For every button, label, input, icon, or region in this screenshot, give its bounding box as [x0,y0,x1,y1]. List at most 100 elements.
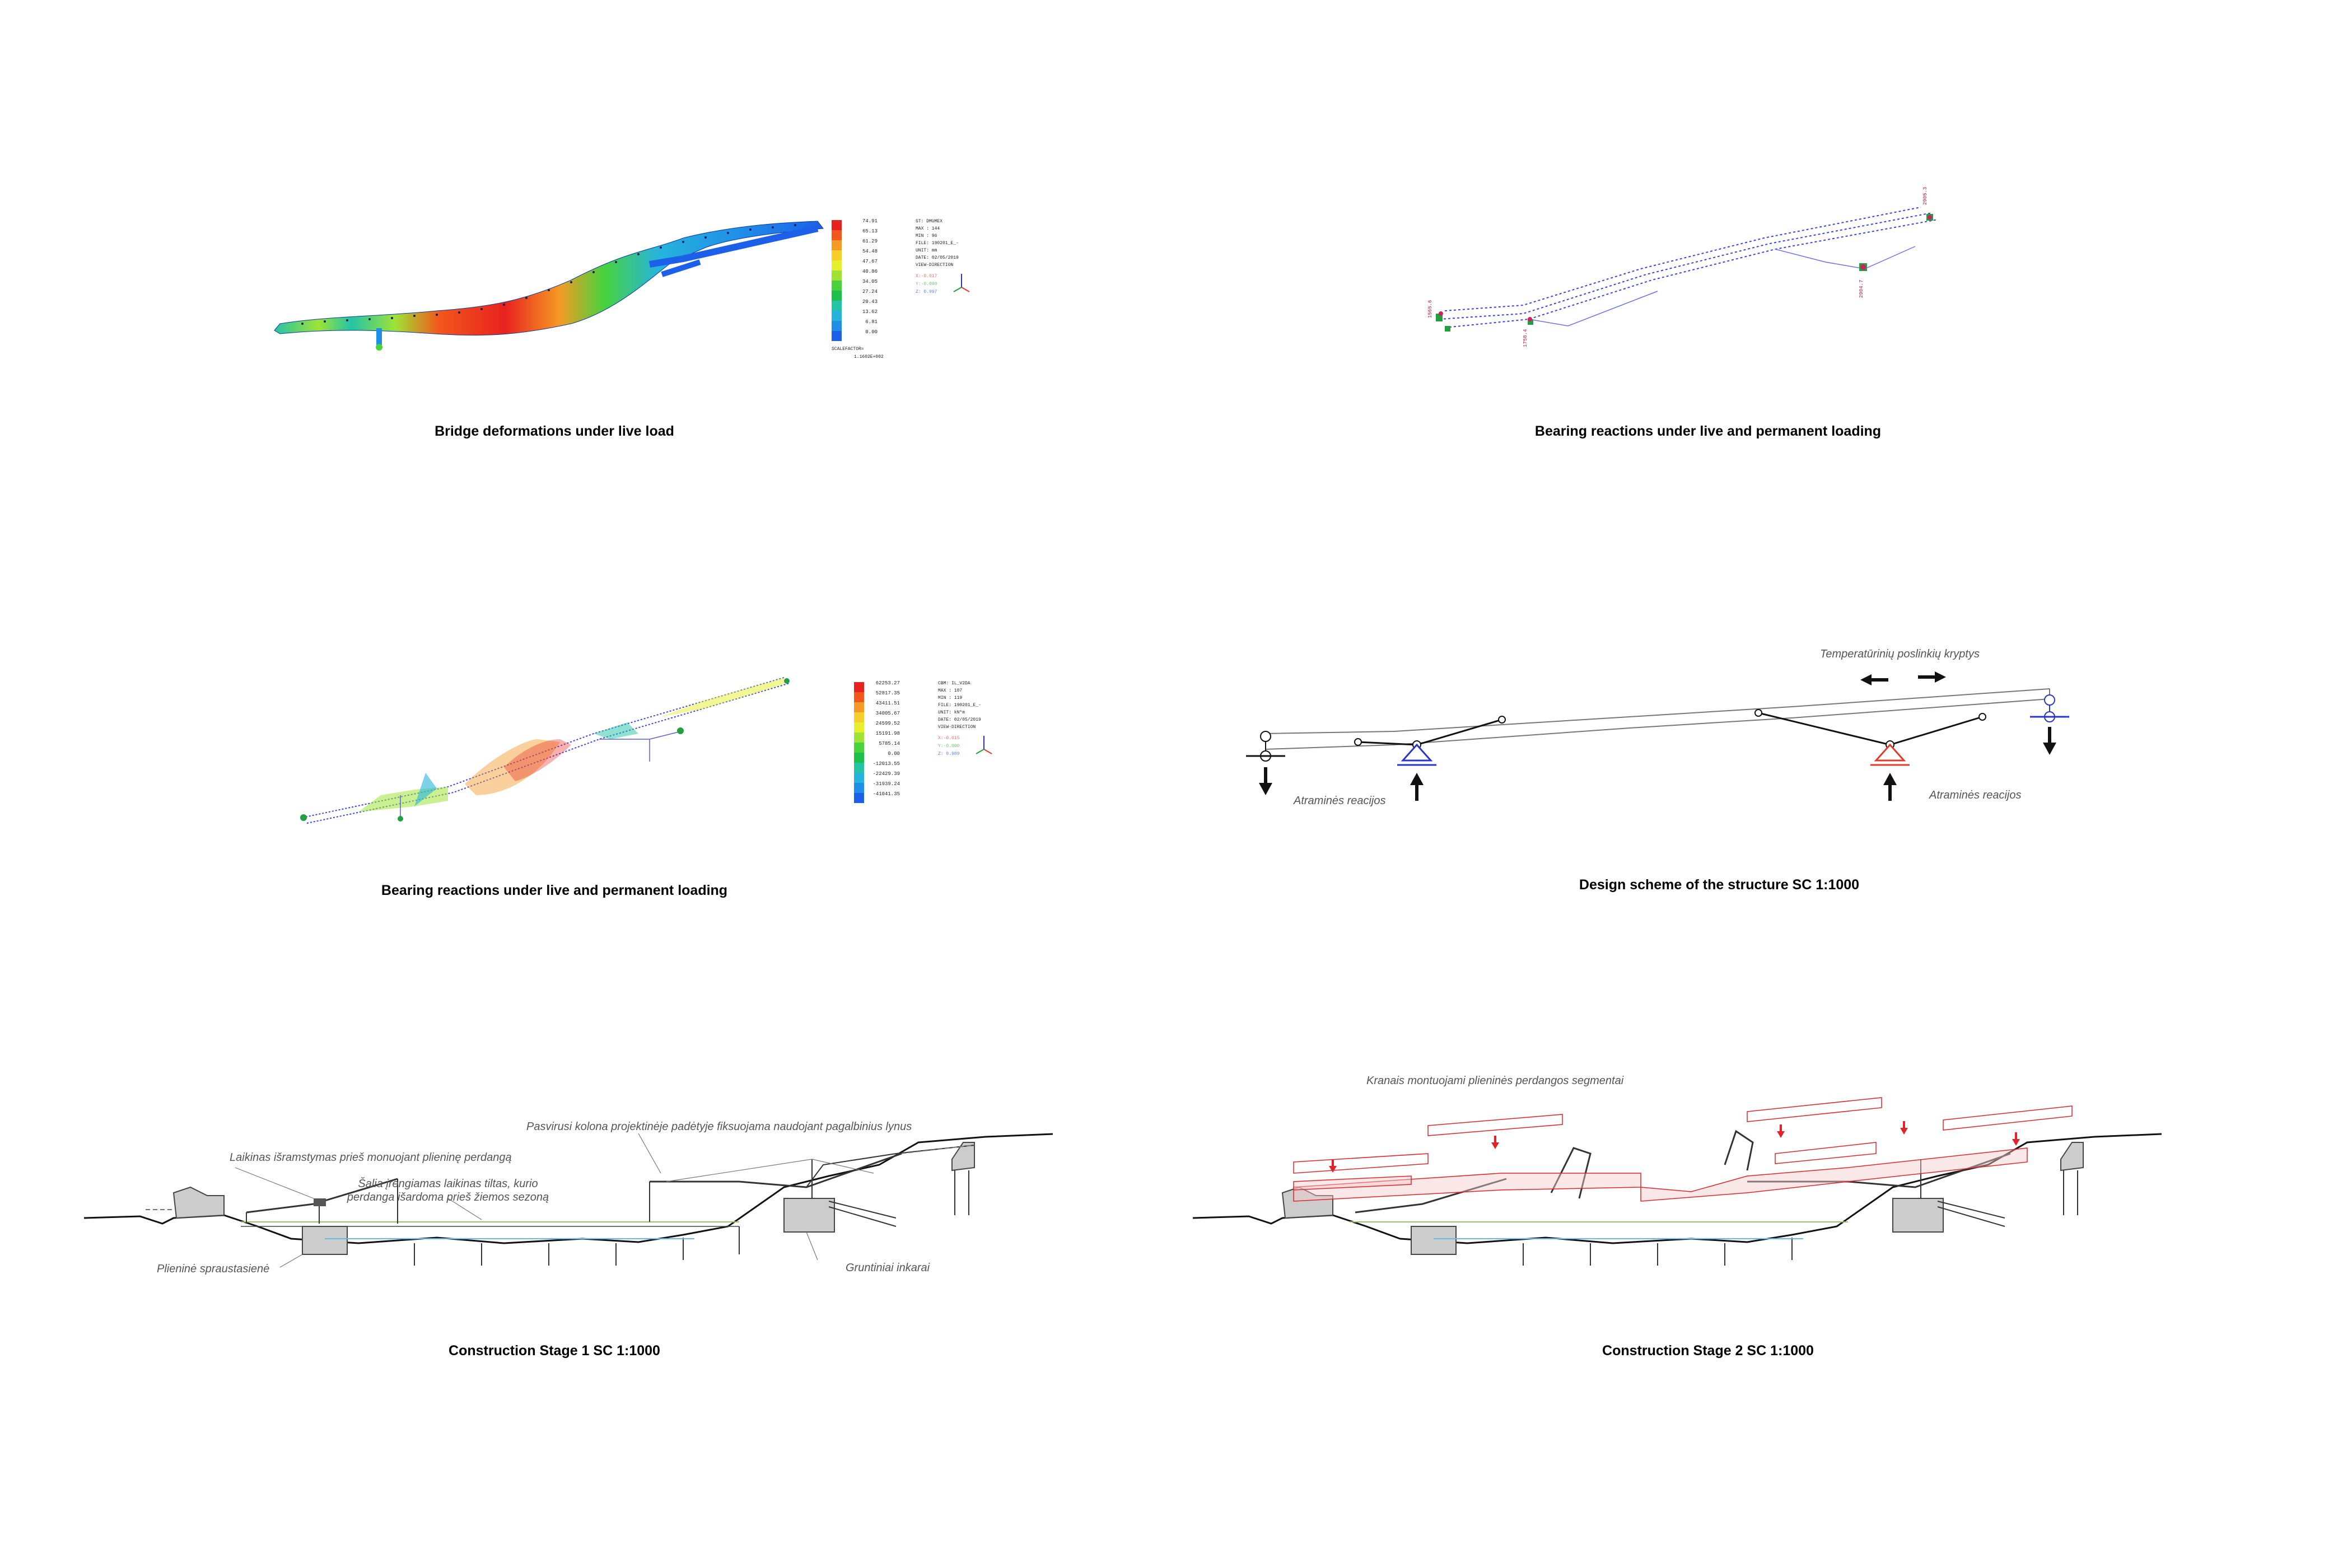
legend3-info: VIEW-DIRECTION [938,725,976,730]
legend1-value: 47.67 [862,259,878,264]
legend1-swatch [832,220,842,230]
deformation-model [274,221,824,351]
legend1-value: 40.86 [862,269,878,274]
svg-text:1565.6: 1565.6 [1427,300,1433,318]
panel-bearing-reactions-moment [280,655,818,840]
caption-design-scheme: Design scheme of the structure SC 1:1000 [1579,877,1860,893]
panel-construction-stage-2: Kranais montuojami plieninės perdangos s… [1187,1064,2173,1310]
legend3-swatch [854,692,864,702]
stage2-note-segments: Kranais montuojami plieninės perdangos s… [1366,1075,1624,1087]
svg-text:2905.3: 2905.3 [1922,187,1928,205]
legend1-axis: Y:-0.000 [916,282,937,287]
legend1-value: 6.81 [865,319,878,325]
legend1-info: ST: DMUMEX [916,219,942,224]
legend-deformation: 74.91 65.13 61.29 54.48 47.67 40.86 34.05 27.24… [832,216,1011,400]
legend1-info: MIN : 96 [916,234,937,239]
legend1-value: 0.00 [865,329,878,335]
legend1-swatch [832,230,842,240]
legend1-swatch [832,311,842,321]
panel-construction-stage-1: Pasvirusi kolona projektinėje padėtyje f… [78,1075,1064,1322]
legend1-info: MAX : 144 [916,226,940,231]
stage1-note-support: Laikinas išramstymas prieš monuojant pli… [230,1151,512,1164]
legend1-scale: SCALEFACTOR= [832,347,864,352]
legend1-swatch [832,270,842,281]
legend3-axis: X:-0.015 [938,736,960,741]
legend1-value: 65.13 [862,228,878,234]
legend3-swatch [854,732,864,743]
axis-triad-icon [976,736,992,754]
axis-triad-icon [953,274,970,292]
legend3-value: 15191.98 [876,731,900,736]
legend3-axis: Y:-0.000 [938,744,960,749]
legend1-info: VIEW-DIRECTION [916,263,953,268]
legend3-value: 52817.35 [876,690,900,696]
legend3-value: 24599.52 [876,721,900,726]
stage-2-drawing: Kranais montuojami plieninės perdangos s… [1192,1075,2162,1266]
legend1-value: 34.05 [862,279,878,284]
stage1-note-bridge-2: perdanga išardoma prieš žiemos sezoną [347,1191,549,1203]
legend3-info: DATE: 02/05/2019 [938,717,981,722]
legend1-swatch [832,281,842,291]
legend1-value: 27.24 [862,289,878,295]
legend3-axis: Z: 0.989 [938,752,960,757]
legend3-info: MAX : 107 [938,688,962,693]
stage1-note-bridge-1: Šalia įrengiamas laikinas tiltas, kurio [358,1177,538,1190]
legend3-value: 62253.27 [876,680,900,686]
legend1-scale: 1.1602E+002 [854,354,884,360]
scheme-label-right: Atraminės reacijos [1929,789,2022,801]
caption-stage-1: Construction Stage 1 SC 1:1000 [449,1343,660,1359]
legend1-axis: Z: 0.997 [916,290,937,295]
legend3-value: -12013.55 [872,761,900,767]
legend3-swatch [854,763,864,773]
legend3-value: -31939.24 [872,781,900,787]
stage-1-drawing: Pasvirusi kolona projektinėje padėtyje f… [83,1121,1053,1275]
legend3-swatch [854,682,864,692]
legend3-info: CBM: IL_V2DA [938,681,970,686]
legend3-info: MIN : 119 [938,696,962,701]
panel-design-scheme: Temperatūrinių poslinkių kryptys Atramin… [1232,633,2106,823]
legend1-info: UNIT: mm [916,248,937,253]
legend3-swatch [854,783,864,793]
legend3-swatch [854,702,864,712]
legend1-swatch [832,240,842,250]
legend1-swatch [832,321,842,331]
panel-bridge-deformations [258,196,1019,420]
stage1-note-sheet: Plieninė spraustasienė [157,1263,269,1275]
legend3-swatch [854,793,864,803]
legend1-axis: X:-0.017 [916,274,937,279]
legend1-value: 54.48 [862,249,878,254]
legend3-swatch [854,722,864,732]
legend3-info: FILE: 190201_E_- [938,703,981,708]
legend1-swatch [832,291,842,301]
legend1-info: DATE: 02/05/2019 [916,255,959,260]
svg-text:2904.7: 2904.7 [1859,280,1864,298]
scheme-label-left: Atraminės reacijos [1293,795,1386,807]
legend1-value: 61.29 [862,239,878,244]
reactions-moment-model [300,677,790,824]
legend1-info: FILE: 190201_E_- [916,241,959,246]
legend1-value: 13.62 [862,309,878,315]
design-scheme-drawing: Temperatūrinių poslinkių kryptys Atramin… [1246,648,2069,807]
stage1-note-column: Pasvirusi kolona projektinėje padėtyje f… [526,1121,912,1133]
caption-bridge-deformations: Bridge deformations under live load [435,423,674,439]
legend3-value: -41041.35 [872,791,900,797]
legend1-swatch [832,301,842,311]
caption-stage-2: Construction Stage 2 SC 1:1000 [1602,1343,1814,1359]
legend1-swatch [832,260,842,270]
legend3-value: -22429.39 [872,771,900,777]
legend3-info: UNIT: kN*m [938,710,965,715]
legend3-swatch [854,712,864,722]
legend3-swatch [854,753,864,763]
panel-bearing-reactions-wire: 1565.6 1758.4 2904.7 2905.3 [1411,179,1971,370]
reactions-wire-model: 1565.6 1758.4 2904.7 2905.3 [1427,187,1938,347]
caption-bearing-reactions-1: Bearing reactions under live and permane… [1534,423,1882,439]
caption-bearing-reactions-2: Bearing reactions under live and permane… [381,883,728,898]
legend3-swatch [854,773,864,783]
legend1-swatch [832,331,842,341]
legend1-value: 74.91 [862,218,878,224]
legend1-swatch [832,250,842,260]
legend1-value: 20.43 [862,299,878,305]
legend3-swatch [854,743,864,753]
legend3-value: 34005.67 [876,711,900,716]
stage1-note-anchors: Gruntiniai inkarai [846,1262,930,1274]
